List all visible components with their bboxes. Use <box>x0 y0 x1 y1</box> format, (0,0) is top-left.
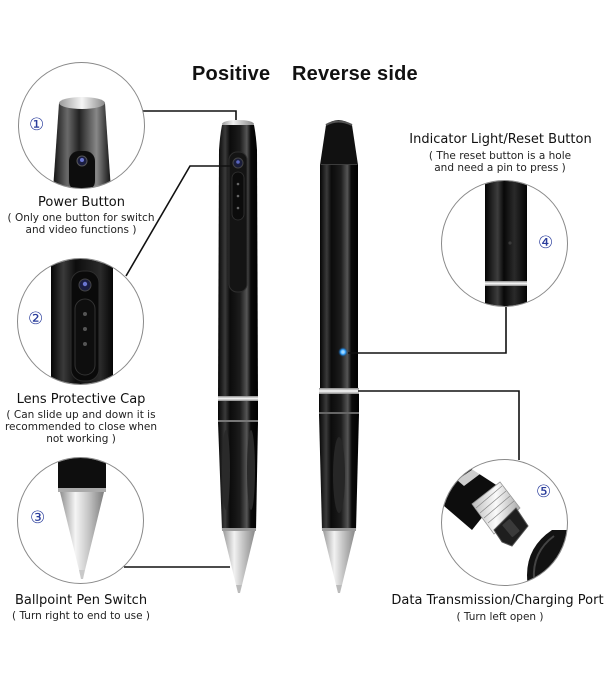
callout-title-2: Lens Protective Cap <box>16 392 146 407</box>
callout-subtitle-3: ( Turn right to end to use ) <box>12 610 150 622</box>
callout-number-3: ③ <box>30 508 46 528</box>
detail-circle-charging-port: ⑤ <box>441 459 568 586</box>
detail-circle-ballpoint: ③ <box>17 457 144 584</box>
leader-line-5 <box>358 390 520 460</box>
callout-title-3: Ballpoint Pen Switch <box>14 593 148 608</box>
callout-subtitle-1: ( Only one button for switch and video f… <box>7 212 155 236</box>
detail-circle-indicator: ④ <box>441 180 568 307</box>
heading-positive: Positive <box>192 63 271 85</box>
callout-subtitle-2: ( Can slide up and down it is recommende… <box>4 409 158 445</box>
callout-title-4: Indicator Light/Reset Button <box>409 132 592 147</box>
leader-line-2 <box>125 165 232 277</box>
callout-subtitle-5: ( Turn left open ) <box>456 611 544 623</box>
callout-number-1: ① <box>29 115 45 135</box>
callout-title-1: Power Button <box>38 195 125 210</box>
callout-number-2: ② <box>28 309 44 329</box>
leader-line-4 <box>348 305 507 354</box>
leader-lines <box>124 110 520 568</box>
callout-subtitle-4: ( The reset button is a hole and need a … <box>428 150 572 174</box>
callout-number-4: ④ <box>538 233 554 253</box>
pen-front <box>218 120 258 593</box>
detail-circle-power-button: ① <box>18 62 145 189</box>
detail-circle-lens-cap: ② <box>17 258 144 385</box>
callout-title-5: Data Transmission/Charging Port <box>391 593 604 608</box>
leader-line-1 <box>143 110 237 120</box>
reset-hole-icon <box>508 241 512 245</box>
pen-back <box>319 120 359 593</box>
heading-reverse-side: Reverse side <box>292 63 418 85</box>
callout-number-5: ⑤ <box>536 482 552 502</box>
